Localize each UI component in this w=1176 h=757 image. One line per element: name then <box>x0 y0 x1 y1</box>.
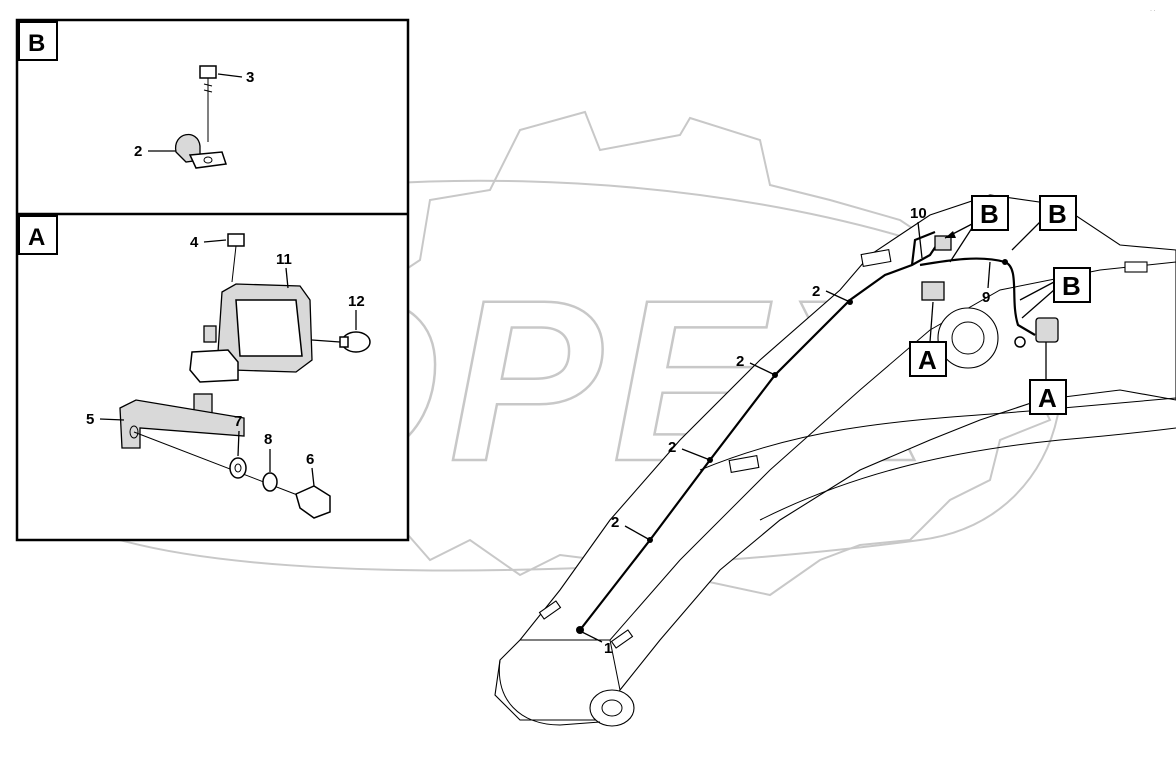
leader-9 <box>987 261 991 289</box>
detail-ref-box-a2 <box>1029 379 1067 415</box>
callout-b-2: 2 <box>134 143 142 160</box>
mount-plate <box>728 455 760 473</box>
inset-a-title: A <box>28 224 45 251</box>
callout-b-3: 3 <box>246 69 254 86</box>
leader-10 <box>917 221 923 259</box>
leader-2d <box>624 525 651 541</box>
harness-connector-2 <box>934 235 952 251</box>
leader-a1 <box>929 301 934 343</box>
callout-2b: 2 <box>736 353 744 370</box>
washer-8 <box>262 472 278 492</box>
corner-mark: · · <box>1150 8 1156 14</box>
bolt-4 <box>227 233 245 283</box>
leader-a-12b <box>311 339 341 343</box>
inset-a-label-box <box>18 215 58 255</box>
callout-2c: 2 <box>668 439 676 456</box>
leader-a-4 <box>203 239 227 243</box>
callout-1: 1 <box>604 640 612 657</box>
inset-frame <box>15 18 410 542</box>
washer-7 <box>229 457 247 479</box>
wiring-harness <box>576 230 1059 634</box>
callout-a-4: 4 <box>190 234 199 251</box>
leader-a-6 <box>311 467 315 487</box>
lamp-lens <box>1014 336 1026 348</box>
leader-a-11 <box>285 267 289 289</box>
boom-edge-line-2 <box>609 639 621 691</box>
leader-b2 <box>1011 221 1041 251</box>
mount-plate <box>610 629 634 649</box>
washer-7-hole <box>234 463 242 473</box>
boom-pivot <box>937 307 999 369</box>
boom-body <box>494 194 1176 721</box>
leader-1 <box>581 631 603 643</box>
boom-foot-pin-inner <box>601 699 623 717</box>
mount-plate <box>860 249 892 267</box>
callout-a-6: 6 <box>306 451 314 468</box>
boom-pivot-inner <box>951 321 985 355</box>
clamp-2 <box>175 133 227 169</box>
detail-ref-box-b1 <box>971 195 1009 231</box>
boom-foot <box>498 659 601 726</box>
leader-a-7 <box>237 430 240 457</box>
callout-a-7: 7 <box>234 413 242 430</box>
callout-2d: 2 <box>611 514 619 531</box>
clamp <box>1002 259 1008 265</box>
boom-arc-2 <box>759 427 1176 521</box>
callout-2a: 2 <box>812 283 820 300</box>
callout-10: 10 <box>910 205 927 222</box>
callout-9: 9 <box>982 289 990 306</box>
leader-b3 <box>1019 281 1055 319</box>
harness-connector <box>921 281 945 301</box>
callout-a-5: 5 <box>86 411 94 428</box>
detail-ref-box-a1 <box>909 341 947 377</box>
callout-a-12: 12 <box>348 293 365 310</box>
boom-arc <box>699 397 1176 471</box>
leader-2b <box>749 362 776 376</box>
work-lamp <box>1035 317 1059 343</box>
inset-b-title: B <box>28 30 45 57</box>
arrowhead <box>945 231 956 238</box>
harness-cable-branch-2 <box>910 230 936 266</box>
leader-a-5 <box>99 418 125 421</box>
boom-foot-pin <box>589 689 635 727</box>
leader-b-3 <box>217 73 243 78</box>
detail-ref-box-b3 <box>1053 267 1091 303</box>
detail-ref-b1: B <box>980 199 999 229</box>
detail-ref-a2: A <box>1038 383 1057 413</box>
lamp-housing-11 <box>203 283 313 373</box>
detail-ref-a1: A <box>918 345 937 375</box>
detail-ref-box-b2 <box>1039 195 1077 231</box>
boom-drawing <box>494 194 1176 727</box>
detail-ref-b2: B <box>1048 199 1067 229</box>
callout-a-11: 11 <box>276 251 292 268</box>
leader-2c <box>681 448 711 461</box>
callout-a-8: 8 <box>264 431 272 448</box>
main-callouts: 10 9 2 2 2 2 1 B B B A A <box>581 195 1091 657</box>
inset-panels: B 3 2 A 4 <box>15 18 410 542</box>
mount-plate <box>538 600 562 620</box>
leader-2a <box>825 290 851 303</box>
bracket-5 <box>119 399 245 449</box>
inset-b-label-box <box>18 21 58 61</box>
detail-ref-b3: B <box>1062 271 1081 301</box>
bolt-3 <box>199 65 217 142</box>
mount-plate <box>1124 261 1148 273</box>
